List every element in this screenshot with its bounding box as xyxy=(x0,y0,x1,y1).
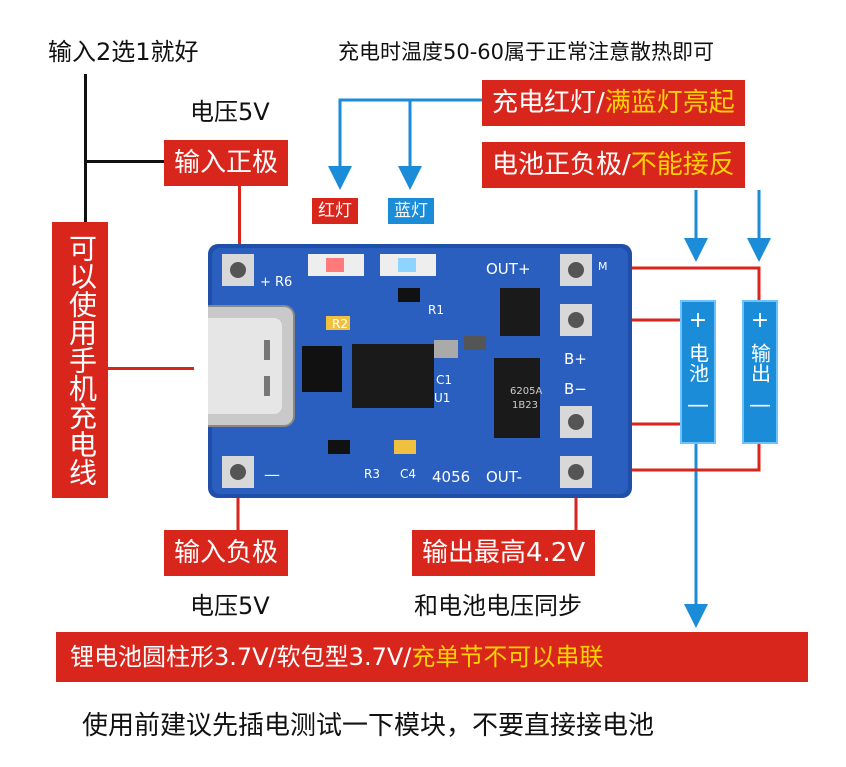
input-positive-label: 输入正极 xyxy=(164,140,289,186)
output-label: 输出 xyxy=(747,343,772,383)
svg-text:R2: R2 xyxy=(332,317,348,331)
svg-text:1B23: 1B23 xyxy=(512,400,538,411)
output-max-label: 输出最高4.2V xyxy=(412,530,596,576)
pad-input-minus xyxy=(222,456,254,488)
phone-cable-note: 可以使用手机充电线 xyxy=(52,222,108,498)
battery-minus: — xyxy=(687,393,709,418)
charging-lamp-text: 充电红灯/ xyxy=(492,88,605,118)
battery-box: + 电池 — xyxy=(680,300,716,444)
banner-text: 锂电池圆柱形3.7V/软包型3.7V/ xyxy=(70,643,412,671)
input-negative-label: 输入负极 xyxy=(164,530,289,576)
svg-text:+ R6: + R6 xyxy=(260,275,292,290)
charging-board: OUT+ B+ B− OUT- 4056 + R6 — R2 R1 C1 U1 … xyxy=(208,244,632,498)
b-minus-silk: B− xyxy=(564,380,587,398)
svg-text:M: M xyxy=(598,260,608,273)
type-c-pointer-line xyxy=(108,367,194,370)
svg-text:U1: U1 xyxy=(434,391,450,405)
temperature-note: 充电时温度50-60属于正常注意散热即可 xyxy=(338,40,715,64)
battery-polarity-label: 电池正负极/不能接反 xyxy=(482,142,745,188)
output-box: + 输出 — xyxy=(742,300,778,444)
banner-highlight: 充单节不可以串联 xyxy=(411,643,604,671)
battery-polarity-highlight: 不能接反 xyxy=(630,150,735,180)
tree-line-positive xyxy=(84,160,164,163)
b-plus-silk: B+ xyxy=(564,350,587,368)
svg-text:R1: R1 xyxy=(428,303,444,317)
output-plus: + xyxy=(750,308,770,333)
input-choice-note: 输入2选1就好 xyxy=(48,38,199,66)
positive-pointer-line xyxy=(238,186,241,264)
out-plus-silk: OUT+ xyxy=(486,260,531,278)
voltage-top-label: 电压5V xyxy=(190,98,270,126)
tree-line-vertical xyxy=(84,74,87,222)
red-led-tag: 红灯 xyxy=(312,198,358,224)
battery-label: 电池 xyxy=(685,343,710,383)
battery-plus: + xyxy=(688,308,708,333)
out-minus-silk: OUT- xyxy=(486,468,522,486)
output-minus: — xyxy=(749,393,771,418)
svg-text:C1: C1 xyxy=(436,373,452,387)
battery-type-banner: 锂电池圆柱形3.7V/软包型3.7V/充单节不可以串联 xyxy=(56,632,808,682)
battery-polarity-text: 电池正负极/ xyxy=(492,150,631,180)
output-sync-label: 和电池电压同步 xyxy=(414,592,582,620)
svg-text:—: — xyxy=(264,465,280,484)
voltage-bottom-label: 电压5V xyxy=(190,592,270,620)
blue-led-tag: 蓝灯 xyxy=(388,198,434,224)
charging-lamp-label: 充电红灯/满蓝灯亮起 xyxy=(482,80,745,126)
chip-4056-silk: 4056 xyxy=(432,468,470,486)
svg-text:6205A: 6205A xyxy=(510,386,542,397)
svg-text:R3: R3 xyxy=(364,467,380,481)
svg-text:C4: C4 xyxy=(400,467,416,481)
charging-lamp-highlight: 满蓝灯亮起 xyxy=(604,88,735,118)
pad-input-plus xyxy=(222,254,254,286)
usage-advice: 使用前建议先插电测试一下模块，不要直接接电池 xyxy=(82,711,655,741)
